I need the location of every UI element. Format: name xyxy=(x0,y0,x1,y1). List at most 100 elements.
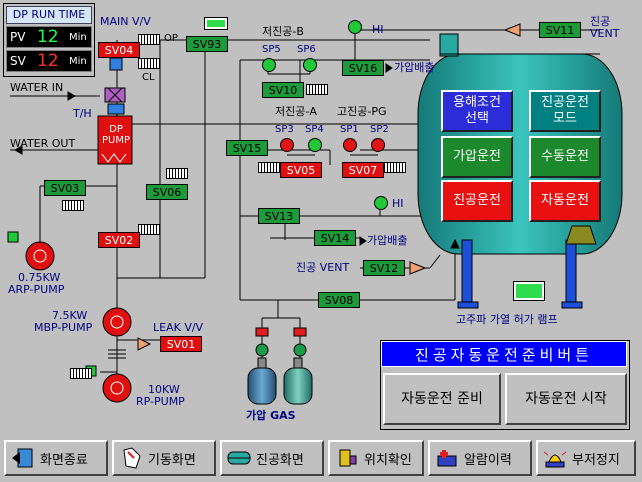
startup-screen-button[interactable]: 기동화면 xyxy=(112,440,216,476)
sv07-indicator xyxy=(384,162,406,173)
pressurize-run-button[interactable]: 가압운전 xyxy=(441,136,513,178)
exit-screen-button[interactable]: 화면종료 xyxy=(4,440,108,476)
vent-mid-label: 진공 VENT xyxy=(296,261,350,274)
sv14-valve[interactable]: SV14 xyxy=(314,230,356,246)
sv03-valve[interactable]: SV03 xyxy=(44,180,86,196)
sv93-valve[interactable]: SV93 xyxy=(186,36,228,52)
sv13-valve[interactable]: SV13 xyxy=(258,208,300,224)
op-label: OP xyxy=(164,33,178,44)
sp3-label: SP3 xyxy=(275,124,294,135)
cl-label: CL xyxy=(142,72,155,83)
auto-run-panel: 진공자동운전준비버튼 자동운전 준비 자동운전 시작 xyxy=(380,340,630,430)
sv05-indicator xyxy=(258,162,280,173)
low-vac-a-label: 저진공-A xyxy=(275,105,317,118)
buzzer-stop-button[interactable]: 부저정지 xyxy=(536,440,636,476)
exit-icon xyxy=(10,446,36,470)
arp-name-label: ARP-PUMP xyxy=(8,283,65,296)
mbp-pump-symbol xyxy=(102,307,132,359)
sv10-valve[interactable]: SV10 xyxy=(262,82,304,98)
vacuum-process-mimic: DP RUN TIME PV 12 Min SV 12 Min MAIN V/V… xyxy=(3,3,630,430)
arp-power-label: 0.75KW xyxy=(18,271,61,284)
dp-run-time-panel: DP RUN TIME PV 12 Min SV 12 Min xyxy=(3,3,95,77)
hi-lamp-mid xyxy=(374,196,388,210)
sv12-valve[interactable]: SV12 xyxy=(363,260,405,276)
sv15-valve[interactable]: SV15 xyxy=(226,140,268,156)
water-out-label: WATER OUT xyxy=(10,137,76,150)
sv06-valve[interactable]: SV06 xyxy=(146,184,188,200)
hf-lamp-label: 고주파 가열 허가 램프 xyxy=(456,313,558,326)
sp5-lamp xyxy=(262,58,276,72)
gas-label: 가압 GAS xyxy=(246,409,296,422)
sp1-lamp xyxy=(343,138,357,152)
pv-row: PV 12 Min xyxy=(6,26,92,48)
vacuum-run-button[interactable]: 진공운전 xyxy=(441,180,513,222)
high-vac-pg-label: 고진공-PG xyxy=(337,105,387,118)
rp-indicator xyxy=(70,368,92,379)
sv06-indicator xyxy=(166,168,188,179)
sp2-label: SP2 xyxy=(370,124,389,135)
vent-top-label: 진공 VENT xyxy=(590,15,620,40)
sv-value[interactable]: 12 xyxy=(37,51,59,71)
startup-screen-label: 기동화면 xyxy=(148,452,196,468)
sv04-valve[interactable]: SV04 xyxy=(98,42,140,58)
hf-lamp-indicator xyxy=(513,281,545,301)
sv-unit: Min xyxy=(69,56,87,67)
pressurize-exhaust-mid-label: 가압배출 xyxy=(367,234,408,247)
position-icon xyxy=(334,446,360,470)
rp-power-label: 10KW xyxy=(148,383,180,396)
sp2-lamp xyxy=(371,138,385,152)
leak-vv-label: LEAK V/V xyxy=(153,321,204,334)
mbp-power-label: 7.5KW xyxy=(52,309,88,322)
welding-condition-select-button[interactable]: 용해조건 선택 xyxy=(441,90,513,132)
auto-run-button[interactable]: 자동운전 xyxy=(529,180,601,222)
alarm-history-button[interactable]: 알람이력 xyxy=(428,440,532,476)
check-valves xyxy=(137,23,521,351)
sp3-lamp xyxy=(280,138,294,152)
buzzer-siren-icon xyxy=(542,446,568,470)
water-in-label: WATER IN xyxy=(10,81,64,94)
auto-start-button[interactable]: 자동운전 시작 xyxy=(505,373,627,425)
hand-pointer-icon xyxy=(118,446,144,470)
sp6-label: SP6 xyxy=(297,44,316,55)
sv08-valve[interactable]: SV08 xyxy=(318,292,360,308)
pv-value: 12 xyxy=(37,27,59,47)
hi-label-mid: HI xyxy=(392,197,404,210)
sv05-valve[interactable]: SV05 xyxy=(280,162,322,178)
main-vv-label: MAIN V/V xyxy=(100,15,151,28)
manual-run-button[interactable]: 수동운전 xyxy=(529,136,601,178)
vacuum-mode-button[interactable]: 진공운전 모드 xyxy=(529,90,601,132)
mbp-name-label: MBP-PUMP xyxy=(34,321,93,334)
vacuum-chamber-icon xyxy=(226,446,252,470)
sv16-valve[interactable]: SV16 xyxy=(342,60,384,76)
sv11-valve[interactable]: SV11 xyxy=(539,22,581,38)
buzzer-stop-label: 부저정지 xyxy=(572,452,620,468)
sv93-indicator xyxy=(204,17,228,30)
sp1-label: SP1 xyxy=(340,124,359,135)
sv-row[interactable]: SV 12 Min xyxy=(6,50,92,72)
sv10-indicator xyxy=(306,84,328,95)
op-indicator xyxy=(138,34,160,45)
sv03-indicator xyxy=(62,200,84,211)
vacuum-screen-label: 진공화면 xyxy=(256,452,304,468)
gas-cylinders xyxy=(247,327,313,405)
auto-panel-title: 진공자동운전준비버튼 xyxy=(381,341,627,367)
arp-pump-symbol xyxy=(7,231,55,271)
pv-unit: Min xyxy=(69,32,87,43)
sv07-valve[interactable]: SV07 xyxy=(342,162,384,178)
exit-screen-label: 화면종료 xyxy=(40,452,88,468)
hi-lamp-top xyxy=(348,20,362,34)
pv-label: PV xyxy=(10,30,26,44)
sp6-lamp xyxy=(303,58,317,72)
sv02-indicator xyxy=(138,224,160,235)
th-label: T/H xyxy=(73,107,92,120)
sp5-label: SP5 xyxy=(262,44,281,55)
sv02-valve[interactable]: SV02 xyxy=(98,232,140,248)
position-check-button[interactable]: 위치확인 xyxy=(328,440,424,476)
cl-indicator xyxy=(138,58,160,69)
sv01-valve[interactable]: SV01 xyxy=(160,336,202,352)
dp-pump xyxy=(97,57,133,165)
vacuum-screen-button[interactable]: 진공화면 xyxy=(220,440,324,476)
alarm-history-label: 알람이력 xyxy=(464,452,512,468)
position-check-label: 위치확인 xyxy=(364,452,412,468)
auto-prepare-button[interactable]: 자동운전 준비 xyxy=(383,373,501,425)
